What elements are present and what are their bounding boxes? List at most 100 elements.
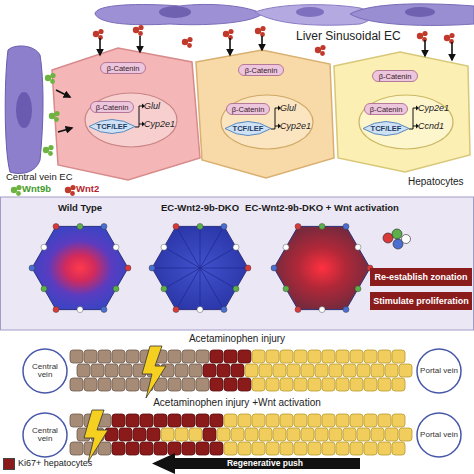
liver-lobule: EC-Wnt2-9b-DKO	[148, 200, 252, 318]
text-holder: β-Catenin	[372, 70, 418, 82]
outcome-label: Re-establish zonation	[374, 272, 467, 282]
signal-arrow	[139, 36, 141, 52]
hepatocyte-cell	[350, 350, 363, 363]
hepatocyte-cell	[343, 428, 356, 441]
nucleus-shape	[359, 95, 453, 149]
hepatocyte-cell	[343, 364, 356, 377]
hepatocyte-cell	[364, 414, 377, 427]
condition-title: Wild Type	[28, 202, 132, 213]
vessel-dot	[53, 307, 59, 313]
hepatocyte-cell	[182, 442, 195, 455]
hepatocyte-cell	[168, 442, 181, 455]
transcription-arrow	[413, 126, 416, 127]
text-holder: Portal vein	[416, 348, 462, 394]
text-holder: β-Catenin	[100, 62, 146, 74]
wnt2-ligand	[444, 33, 455, 44]
hepatocyte-cell	[91, 364, 104, 377]
protein-label: β-Catenin	[245, 66, 278, 75]
sinusoid-line	[152, 268, 200, 269]
gene-label: Cyp2e1	[144, 119, 175, 129]
cell-nucleus: GlulCyp2e1β-CateninTCF/LEF	[220, 94, 314, 150]
hepatocyte-cell	[70, 414, 83, 427]
protein-label: β-Catenin	[232, 105, 265, 114]
hepatocyte-cell	[168, 350, 181, 363]
endothelial-cell	[95, 4, 262, 24]
protein-pill: β-Catenin	[226, 103, 270, 115]
sinusoid-line	[200, 247, 236, 268]
hepatocyte-cell	[294, 414, 307, 427]
hepatocyte-cell	[287, 364, 300, 377]
ligand-label: Wnt2	[76, 184, 99, 194]
push-arrow	[152, 453, 360, 474]
factor-label: TCF/LEF	[233, 124, 264, 133]
hepatocyte-cell	[112, 378, 125, 391]
vessel-circle: Central vein	[22, 348, 68, 394]
wnt2-key-icon	[65, 185, 76, 196]
hepatocyte-cell	[378, 350, 391, 363]
sinusoid-line	[200, 226, 224, 268]
hepatocyte-cell	[196, 350, 209, 363]
hepatocyte-cell	[182, 414, 195, 427]
hepatocyte-cell	[217, 428, 230, 441]
hepatocyte-cell	[385, 428, 398, 441]
hepatocyte-cell	[175, 428, 188, 441]
gene-label: Ccnd1	[418, 121, 444, 131]
hepatocyte-cell	[217, 364, 230, 377]
hepatocyte-cell	[322, 414, 335, 427]
transcription-arrow	[275, 126, 278, 127]
hepatocyte-cell	[378, 442, 391, 455]
hepatocyte-cell	[126, 350, 139, 363]
hepatocyte-cell	[112, 350, 125, 363]
hepatocyte-cell	[322, 442, 335, 455]
hepatocyte-cell	[266, 442, 279, 455]
endothelial-nucleus	[405, 7, 435, 17]
hepatocyte-cell	[119, 428, 132, 441]
hepatocyte-cell	[210, 442, 223, 455]
vessel-label: Portal vein	[420, 431, 458, 439]
hepatocyte-cell	[196, 378, 209, 391]
outcome-box: Re-establish zonation	[370, 268, 472, 286]
condition-title: EC-Wnt2-9b-DKO + Wnt activation	[225, 202, 419, 213]
hepatocyte-cell	[182, 350, 195, 363]
hepatocyte-cell	[315, 364, 328, 377]
vessel-label: Central vein	[25, 427, 65, 444]
pill-shape	[239, 65, 284, 76]
cell-nucleus: Cyp2e1Ccnd1β-CateninTCF/LEF	[358, 94, 454, 150]
protein-pill: β-Catenin	[100, 62, 146, 74]
node-outline	[28, 200, 132, 318]
text-holder: TCF/LEF	[362, 121, 410, 136]
vessel-dot	[41, 244, 47, 250]
hepatocyte-cell	[259, 428, 272, 441]
protein-pill: β-Catenin	[372, 70, 418, 82]
vessel-dot	[221, 223, 227, 229]
hepatocyte-cell	[224, 442, 237, 455]
wnt9b-ligand	[43, 145, 54, 156]
vessel-dot	[283, 286, 289, 292]
hepatocyte-cell	[70, 378, 83, 391]
hepatocyte-cell	[364, 350, 377, 363]
hepatocyte-cell	[147, 428, 160, 441]
vessel-dot	[113, 286, 119, 292]
signal-arrow	[424, 40, 426, 56]
vessel-dot	[283, 244, 289, 250]
hepatocyte-cell	[77, 364, 90, 377]
pill-shape	[365, 104, 408, 115]
hepatocyte-cell	[294, 378, 307, 391]
cell-type-label: Hepatocytes	[408, 176, 464, 187]
hepatocyte-cell	[315, 428, 328, 441]
hepatocyte-cell	[224, 414, 237, 427]
hepatocyte-cell	[308, 378, 321, 391]
transcription-factor: TCF/LEF	[224, 121, 272, 136]
hepatocyte-cell	[245, 428, 258, 441]
text-holder: β-Catenin	[238, 64, 284, 76]
hepatocyte-cell	[210, 414, 223, 427]
hepatocyte-cell	[399, 428, 412, 441]
signal-arrow	[58, 128, 72, 132]
hepatocyte-cell	[259, 364, 272, 377]
hepatocyte-cell	[252, 350, 265, 363]
hepatocyte-cell	[231, 428, 244, 441]
hepatocyte-cell	[98, 378, 111, 391]
vessel-dot	[233, 286, 239, 292]
vessel-circle: Portal vein	[416, 348, 462, 394]
hepatocyte-cell	[133, 428, 146, 441]
